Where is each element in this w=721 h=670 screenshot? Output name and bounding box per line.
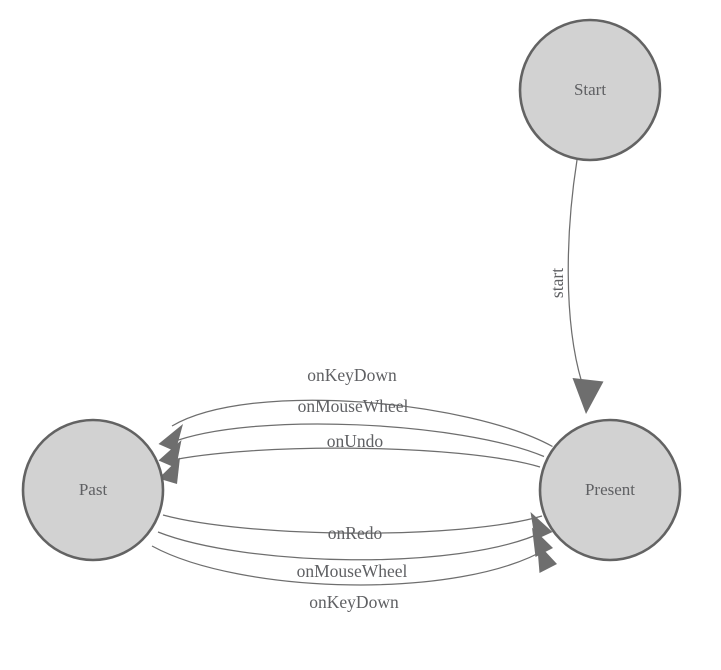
edge-past-present-onkeydown-arrowhead <box>537 542 557 573</box>
edge-present-past-onmousewheel[interactable]: onMouseWheel <box>158 396 545 468</box>
edge-present-past-onundo[interactable]: onUndo <box>158 431 541 484</box>
edge-present-past-onundo-arrowhead <box>158 457 180 484</box>
edge-past-present-onmousewheel-path <box>157 531 544 561</box>
edge-past-present-onmousewheel-arrowhead <box>532 527 553 557</box>
edge-present-past-onundo-label: onUndo <box>327 431 384 451</box>
edge-past-present-onmousewheel[interactable]: onMouseWheel <box>157 527 553 582</box>
edge-past-present-onredo-path <box>162 514 543 534</box>
node-past-label: Past <box>79 480 108 499</box>
edge-present-past-onundo-path <box>167 447 541 468</box>
node-past-circle <box>21 418 165 562</box>
node-past[interactable]: Past <box>21 418 165 562</box>
edge-past-present-onredo[interactable]: onRedo <box>162 512 553 543</box>
edge-present-past-onkeydown-path <box>171 399 553 448</box>
edge-present-past-onmousewheel-label: onMouseWheel <box>298 396 409 416</box>
edge-start-path <box>567 159 583 384</box>
edge-past-present-onredo-label: onRedo <box>328 523 383 543</box>
edge-start[interactable]: start <box>547 159 604 414</box>
node-present[interactable]: Present <box>538 418 682 562</box>
node-start[interactable]: Start <box>518 18 662 162</box>
edge-start-arrowhead <box>572 378 604 414</box>
node-start-label: Start <box>574 80 606 99</box>
edge-present-past-onmousewheel-arrowhead <box>158 440 182 468</box>
edge-present-past-onmousewheel-path <box>169 423 545 458</box>
edge-past-present-onkeydown[interactable]: onKeyDown <box>151 542 557 613</box>
edge-present-past-onkeydown-label: onKeyDown <box>307 365 397 385</box>
node-start-circle <box>518 18 662 162</box>
edge-past-present-onkeydown-path <box>151 545 549 586</box>
node-present-label: Present <box>585 480 635 499</box>
edge-past-present-onkeydown-label: onKeyDown <box>309 592 399 612</box>
edge-past-present-onmousewheel-label: onMouseWheel <box>297 561 408 581</box>
edge-start-label: start <box>547 268 567 298</box>
node-present-circle <box>538 418 682 562</box>
